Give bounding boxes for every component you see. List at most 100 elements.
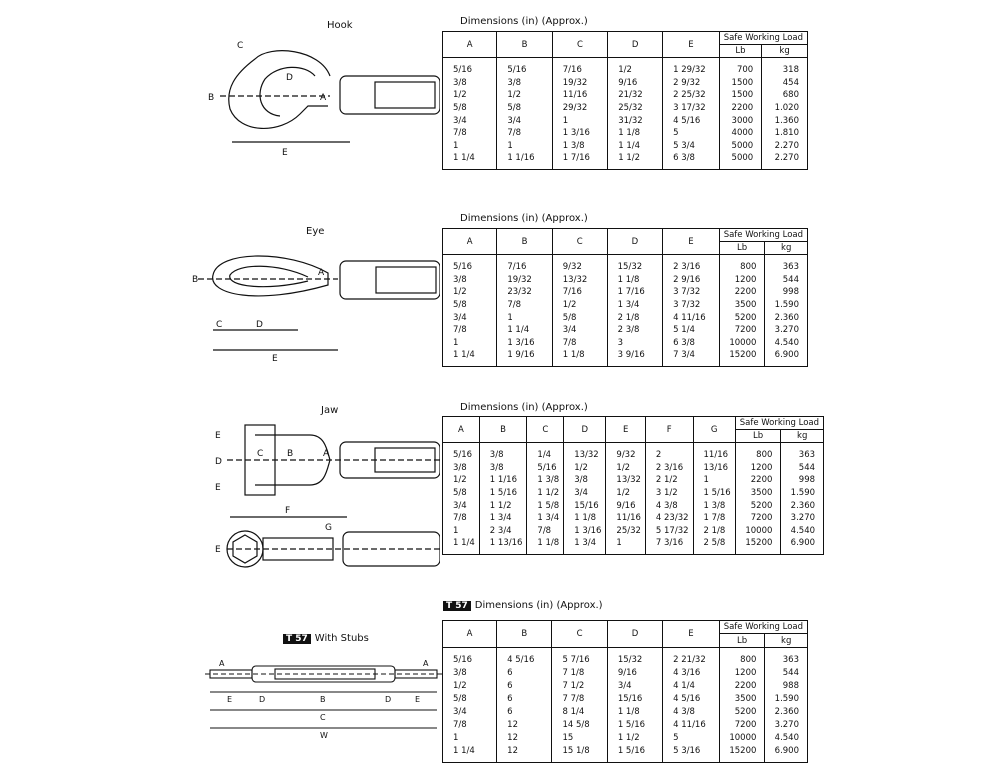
- table-cell: 1 1/4: [607, 139, 663, 153]
- unit-header-lb: Lb: [718, 633, 765, 648]
- table-cell: 3 1/2: [644, 486, 694, 500]
- eye-title: Eye: [306, 226, 325, 237]
- jaw-table-title: Dimensions (in) (Approx.): [460, 402, 588, 413]
- table-cell: 2 9/32: [662, 76, 720, 90]
- eye-label-e: E: [272, 354, 278, 363]
- table-cell: 4 23/32: [644, 511, 694, 525]
- table-cell: 1 1/4: [441, 349, 497, 367]
- table-cell: 1 1/4: [441, 744, 497, 763]
- unit-header-lb: Lb: [718, 241, 765, 255]
- product-code-badge: T 57: [443, 601, 471, 611]
- table-cell: 5000: [718, 139, 762, 153]
- column-header-c: C: [551, 31, 608, 58]
- table-cell: 1 1/8: [563, 511, 606, 525]
- table-cell: 7/8: [551, 336, 608, 350]
- stubs-label-d-left: D: [259, 695, 265, 704]
- table-cell: 11/16: [605, 511, 646, 525]
- table-cell: 1/2: [496, 89, 553, 102]
- table-cell: 3000: [718, 114, 762, 127]
- table-cell: 1 1/2: [607, 152, 663, 170]
- table-cell: 3/4: [441, 114, 497, 127]
- table-cell: 7/8: [526, 524, 564, 538]
- table-cell: 3/8: [496, 76, 553, 90]
- table-cell: 2.360: [764, 705, 808, 719]
- table-cell: 5/8: [441, 692, 497, 706]
- table-cell: 5/16: [441, 57, 497, 77]
- table-cell: 7200: [718, 323, 765, 337]
- column-header-a: A: [442, 416, 480, 443]
- hook-label-e: E: [282, 148, 288, 158]
- table-cell: 5/8: [441, 101, 497, 115]
- table-cell: 3/4: [442, 499, 480, 512]
- table-cell: 15 1/8: [551, 744, 608, 763]
- table-cell: 2 9/16: [662, 273, 720, 287]
- column-header-b: B: [496, 228, 553, 255]
- column-header-d: D: [606, 620, 663, 648]
- table-cell: 4.540: [764, 731, 808, 745]
- unit-header-kg: kg: [764, 241, 808, 255]
- table-cell: 5200: [718, 311, 765, 324]
- column-header-c: C: [526, 416, 564, 443]
- table-cell: 13/32: [563, 442, 606, 462]
- column-header-d: D: [606, 228, 663, 255]
- unit-header-lb: Lb: [718, 44, 762, 58]
- table-cell: 2.270: [761, 139, 808, 153]
- table-cell: 29/32: [551, 101, 608, 115]
- table-cell: 3/8: [478, 442, 527, 462]
- table-cell: 5: [662, 731, 720, 745]
- table-cell: 6: [496, 666, 552, 680]
- table-cell: 15/16: [563, 499, 606, 512]
- table-cell: 5 1/4: [662, 323, 720, 337]
- table-cell: 5/16: [526, 461, 564, 475]
- table-cell: 7 1/2: [551, 679, 608, 693]
- table-cell: 3/4: [563, 486, 606, 500]
- stubs-table-title-text: Dimensions (in) (Approx.): [474, 600, 603, 611]
- table-cell: 11/16: [551, 89, 608, 102]
- table-cell: 5 3/16: [662, 744, 720, 763]
- table-cell: 7200: [718, 718, 765, 732]
- unit-header-kg: kg: [761, 44, 808, 58]
- stubs-title-text: With Stubs: [314, 633, 369, 644]
- table-cell: 5 17/32: [644, 524, 694, 538]
- table-cell: 800: [734, 442, 781, 462]
- table-cell: 1 1/8: [551, 349, 608, 367]
- column-header-a: A: [441, 620, 497, 648]
- table-cell: 13/32: [605, 474, 646, 487]
- column-header-a: A: [441, 228, 497, 255]
- table-cell: 988: [764, 679, 808, 693]
- table-cell: 4 5/16: [496, 647, 552, 667]
- table-cell: 3: [606, 336, 663, 350]
- table-cell: 9/16: [607, 76, 663, 90]
- column-header-d: D: [563, 416, 606, 443]
- column-header-e: E: [662, 31, 720, 58]
- table-cell: 1: [442, 524, 480, 538]
- table-cell: 1: [551, 114, 608, 127]
- table-cell: 2 1/8: [606, 311, 663, 324]
- safe-working-load-header: Safe Working Load: [734, 416, 824, 430]
- table-cell: 3.270: [764, 323, 808, 337]
- column-header-b: B: [496, 31, 553, 58]
- table-cell: 1 1/4: [496, 323, 553, 337]
- table-cell: 19/32: [551, 76, 608, 90]
- table-cell: 3/8: [442, 461, 480, 475]
- table-cell: 2 3/16: [662, 254, 720, 274]
- table-cell: 7/16: [551, 286, 608, 299]
- table-cell: 10000: [734, 524, 781, 538]
- table-cell: 1 7/16: [551, 152, 608, 170]
- table-cell: 4 5/16: [662, 692, 720, 706]
- table-cell: 1 1/2: [478, 499, 527, 512]
- table-cell: 6: [496, 705, 552, 719]
- table-cell: 4.540: [764, 336, 808, 350]
